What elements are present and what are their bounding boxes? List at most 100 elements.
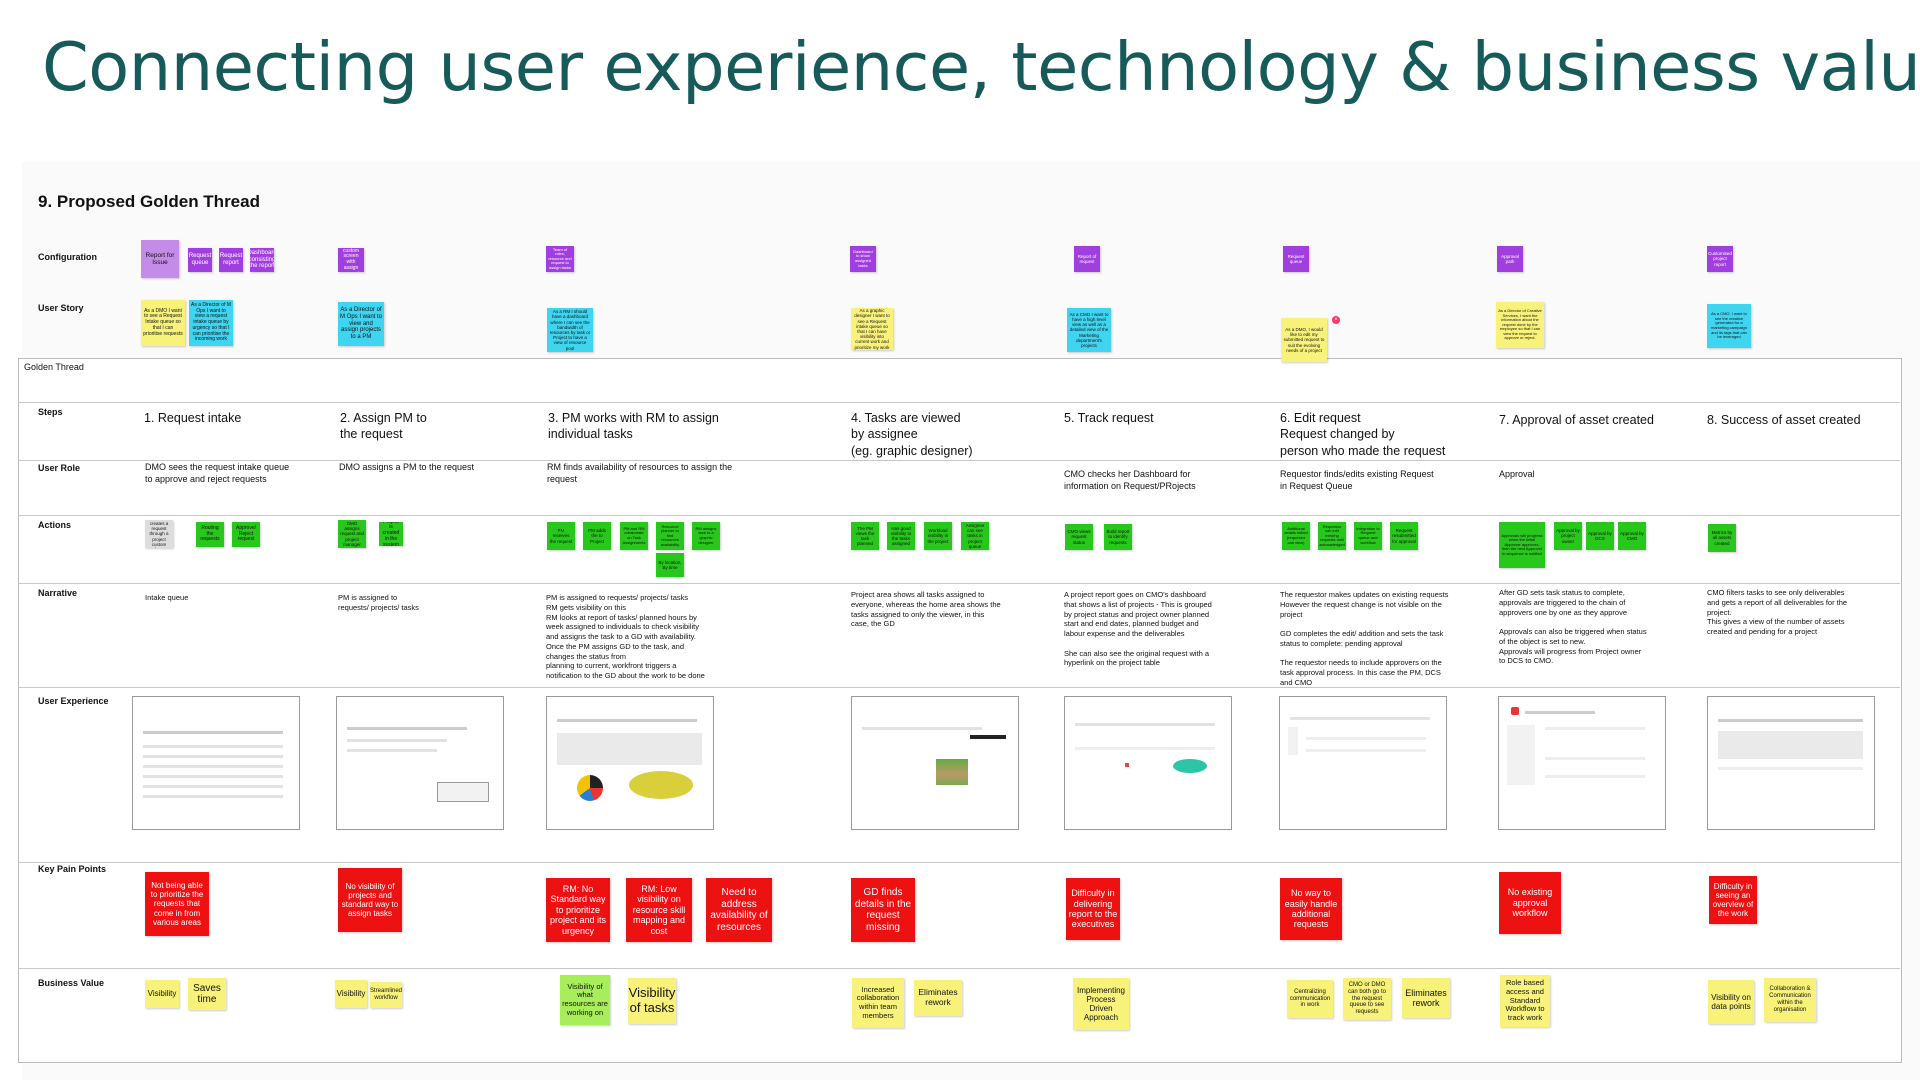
- narrative-text: A project report goes on CMO's dashboard…: [1064, 590, 1212, 668]
- user-story-sticky[interactable]: As a Director of M Ops I want to view an…: [338, 302, 384, 346]
- action-sticky[interactable]: Resource planner to find resources avail…: [656, 522, 684, 550]
- pain-point-sticky[interactable]: No existing approval workflow: [1499, 872, 1561, 934]
- narrative-text: PM is assigned to requests/ projects/ ta…: [338, 593, 419, 612]
- action-sticky[interactable]: Build report to identify requests: [1104, 524, 1132, 550]
- business-value-sticky[interactable]: CMO or DMO can both go to the request qu…: [1343, 978, 1391, 1020]
- ux-screenshot[interactable]: [1707, 696, 1875, 830]
- user-role-text: Approval: [1499, 469, 1535, 479]
- config-sticky[interactable]: Team of roles, resource and request to a…: [546, 246, 574, 272]
- action-sticky[interactable]: Workload visibility in the project: [924, 522, 952, 550]
- business-value-sticky[interactable]: Increased collaboration within team memb…: [852, 978, 904, 1028]
- ux-mock-table: [1718, 731, 1863, 759]
- action-sticky[interactable]: Metrics by all assets created: [1708, 524, 1736, 552]
- action-sticky[interactable]: Integration to Request queue and workflo…: [1354, 522, 1382, 550]
- business-value-sticky[interactable]: Visibility of tasks: [628, 978, 676, 1024]
- action-sticky[interactable]: Assignee can see tasks in project queue: [961, 522, 989, 550]
- config-sticky[interactable]: Report for Issue: [141, 240, 179, 278]
- config-sticky[interactable]: Approval path: [1497, 246, 1523, 272]
- action-sticky[interactable]: Has good visibility to the tasks assigne…: [887, 522, 915, 550]
- action-sticky[interactable]: Project is created in the system: [379, 522, 403, 546]
- action-sticky[interactable]: Approve/ Reject request: [232, 522, 260, 547]
- narrative-text: PM is assigned to requests/ projects/ ta…: [546, 593, 705, 680]
- ux-mock-line: [557, 719, 697, 722]
- config-sticky[interactable]: Customised project report: [1707, 246, 1733, 272]
- ux-mock-line: [347, 739, 447, 742]
- action-sticky[interactable]: Routing the requests: [196, 522, 224, 547]
- business-value-sticky[interactable]: Centralizing communication in work: [1287, 980, 1333, 1018]
- config-sticky[interactable]: Dashboard consisting the report: [250, 248, 274, 272]
- narrative-text: Project area shows all tasks assigned to…: [851, 590, 1001, 629]
- config-sticky[interactable]: DMO custom screen with assign request: [338, 248, 364, 272]
- user-story-sticky[interactable]: As a DMO, I would like to edit my submit…: [1281, 318, 1327, 362]
- config-sticky[interactable]: Request queue: [188, 248, 212, 272]
- user-story-sticky[interactable]: As a CMO, I want to see the creative gen…: [1707, 304, 1751, 348]
- pain-point-sticky[interactable]: RM: No Standard way to prioritize projec…: [546, 878, 610, 942]
- action-sticky[interactable]: DCS creates a request through a project …: [145, 520, 173, 548]
- business-value-sticky[interactable]: Implementing Process Driven Approach: [1073, 978, 1129, 1030]
- business-value-sticky[interactable]: Visibility on data points: [1708, 980, 1754, 1024]
- user-story-sticky[interactable]: As a Director of Creative Services, I wa…: [1496, 302, 1544, 348]
- ux-mock-line: [1075, 723, 1215, 726]
- pain-point-sticky[interactable]: Not being able to prioritize the request…: [145, 872, 209, 936]
- close-icon[interactable]: ×: [1332, 316, 1340, 324]
- business-value-sticky[interactable]: Visibility: [335, 980, 367, 1008]
- action-sticky[interactable]: RM assigns task to a graphic designer: [692, 522, 720, 550]
- business-value-sticky[interactable]: Saves time: [188, 978, 226, 1010]
- pain-point-sticky[interactable]: No visibility of projects and standard w…: [338, 868, 402, 932]
- action-sticky[interactable]: Approval by DCS: [1586, 522, 1614, 550]
- ux-screenshot[interactable]: [546, 696, 714, 830]
- ux-mock-line: [970, 735, 1006, 739]
- business-value-sticky[interactable]: Visibility of what resources are working…: [560, 975, 610, 1025]
- action-sticky[interactable]: CMO views request status: [1065, 524, 1093, 550]
- user-role-text: DMO assigns a PM to the request: [339, 462, 475, 472]
- pain-point-sticky[interactable]: GD finds details in the request missing: [851, 878, 915, 942]
- row-divider: [18, 862, 1900, 863]
- action-sticky[interactable]: PM and RM collaborate on Task Assignment…: [620, 522, 648, 550]
- action-sticky[interactable]: DMO assigns request and project manager: [338, 520, 366, 548]
- user-story-sticky[interactable]: As a RM I should have a dashboard where …: [547, 308, 593, 352]
- narrative-text: Intake queue: [145, 593, 189, 602]
- pain-point-sticky[interactable]: Difficulty in delivering report to the e…: [1066, 878, 1120, 940]
- user-story-sticky[interactable]: As a Director of M Ops I want to view a …: [189, 300, 233, 346]
- action-sticky[interactable]: Requestor can edit existing requests unt…: [1318, 522, 1346, 550]
- ux-mock-line: [143, 731, 283, 734]
- user-story-sticky[interactable]: As a DMO I want to see a Request Intake …: [141, 300, 185, 346]
- config-sticky[interactable]: Request report: [219, 248, 243, 272]
- ux-screenshot[interactable]: [1279, 696, 1447, 830]
- pain-point-sticky[interactable]: RM: Low visibility on resource skill map…: [626, 878, 692, 942]
- business-value-sticky[interactable]: Collaboration & Communication within the…: [1764, 978, 1816, 1022]
- ux-screenshot[interactable]: [1064, 696, 1232, 830]
- step-title: 5. Track request: [1064, 411, 1154, 425]
- pain-point-sticky[interactable]: Difficulty in seeing an overview of the …: [1709, 876, 1757, 924]
- action-sticky[interactable]: Approval by CMO: [1618, 522, 1646, 550]
- business-value-sticky[interactable]: Eliminates rework: [1402, 978, 1450, 1018]
- action-sticky[interactable]: Request resubmitted for approval: [1390, 522, 1418, 550]
- action-sticky[interactable]: The PM views the task planned: [851, 522, 879, 550]
- pain-point-sticky[interactable]: Need to address availability of resource…: [706, 878, 772, 942]
- action-sticky[interactable]: PM receives the request: [547, 522, 575, 550]
- ux-screenshot[interactable]: [336, 696, 504, 830]
- ux-mock-pie: [577, 775, 603, 801]
- ux-screenshot[interactable]: [851, 696, 1019, 830]
- user-story-sticky[interactable]: As a graphic designer I want to see a Re…: [851, 308, 893, 350]
- action-sticky[interactable]: By location, By time: [656, 553, 684, 577]
- action-sticky[interactable]: Additional details edited (requestor can…: [1282, 522, 1310, 550]
- row-divider: [18, 402, 1900, 403]
- row-divider: [18, 968, 1900, 969]
- business-value-sticky[interactable]: Eliminates rework: [914, 980, 962, 1016]
- ux-mock-image: [936, 759, 968, 785]
- user-story-sticky[interactable]: As a CMO I want to have a high level vie…: [1067, 308, 1111, 352]
- action-sticky[interactable]: Approvals will progress when the initial…: [1499, 522, 1545, 568]
- config-sticky[interactable]: Dashboard to show assigned tasks: [850, 246, 876, 272]
- action-sticky[interactable]: Approval by project owner: [1554, 522, 1582, 550]
- action-sticky[interactable]: PM adds the to Project: [583, 522, 611, 550]
- business-value-sticky[interactable]: Role based access and Standard Workflow …: [1500, 975, 1550, 1027]
- config-sticky[interactable]: Request queue: [1283, 246, 1309, 272]
- row-label-configuration: Configuration: [38, 252, 97, 262]
- business-value-sticky[interactable]: Streamlined workflow: [370, 982, 402, 1008]
- ux-screenshot[interactable]: [132, 696, 300, 830]
- business-value-sticky[interactable]: Visibility: [145, 980, 179, 1008]
- config-sticky[interactable]: Report of request: [1074, 246, 1100, 272]
- ux-screenshot[interactable]: [1498, 696, 1666, 830]
- pain-point-sticky[interactable]: No way to easily handle additional reque…: [1280, 878, 1342, 940]
